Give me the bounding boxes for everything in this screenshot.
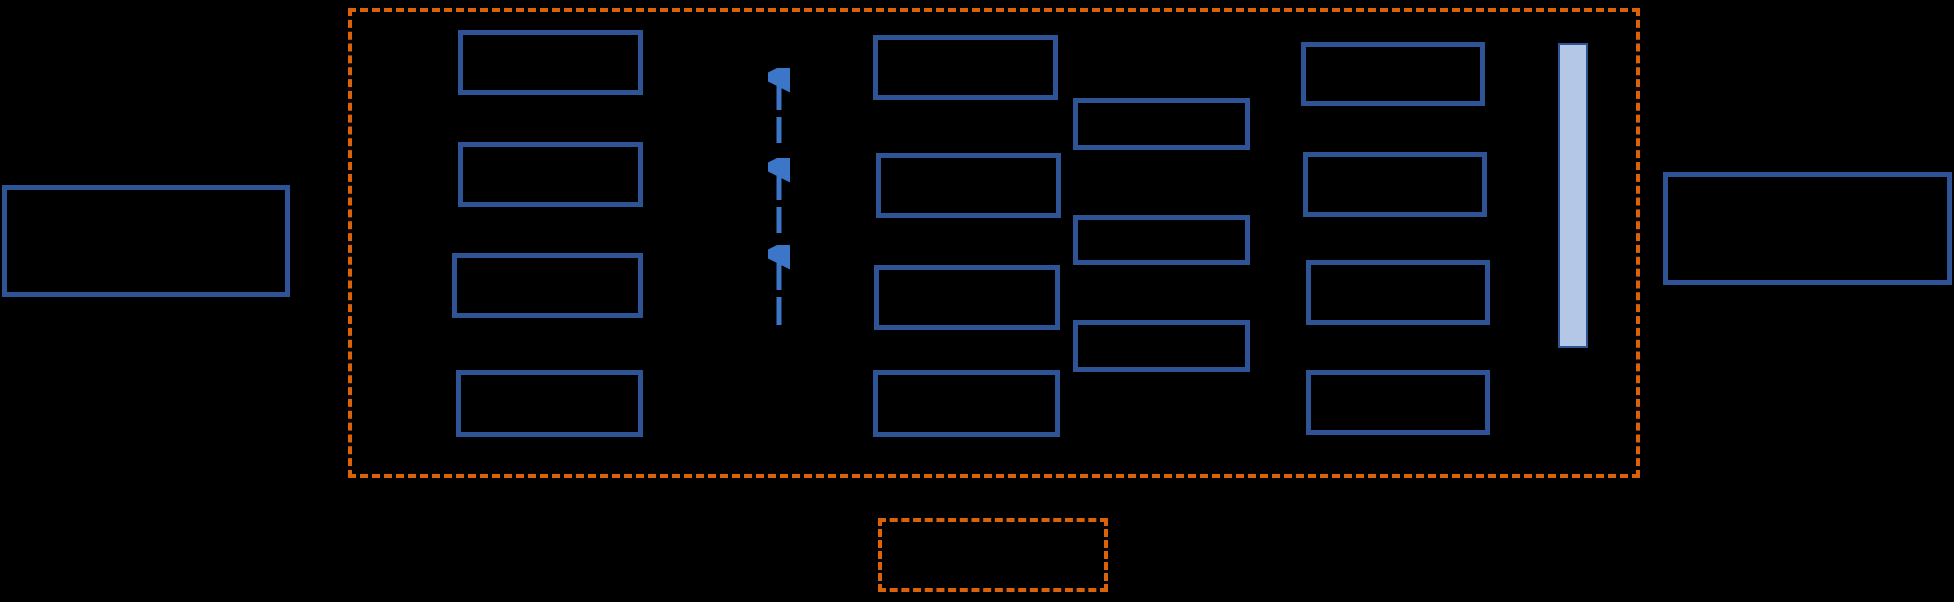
footer-dashed-box bbox=[878, 518, 1108, 592]
column-one-node-2[interactable] bbox=[458, 142, 643, 207]
column-two-node-1[interactable] bbox=[873, 35, 1058, 100]
column-one-node-1[interactable] bbox=[458, 30, 643, 95]
column-two-node-3[interactable] bbox=[874, 265, 1060, 330]
column-one-node-4[interactable] bbox=[456, 370, 643, 437]
right-external-node[interactable] bbox=[1663, 172, 1952, 285]
column-four-node-3[interactable] bbox=[1306, 260, 1490, 325]
outer-dashed-boundary bbox=[348, 8, 1640, 478]
column-four-node-2[interactable] bbox=[1303, 152, 1487, 217]
column-three-node-1[interactable] bbox=[1073, 98, 1250, 150]
column-four-node-4[interactable] bbox=[1306, 370, 1490, 435]
column-two-node-2[interactable] bbox=[876, 153, 1061, 218]
column-one-node-3[interactable] bbox=[452, 253, 643, 318]
column-three-node-3[interactable] bbox=[1073, 320, 1250, 372]
column-three-node-2[interactable] bbox=[1073, 215, 1250, 265]
column-four-node-1[interactable] bbox=[1301, 42, 1485, 106]
footer-dashed-box-label bbox=[882, 522, 1104, 588]
column-two-node-4[interactable] bbox=[873, 370, 1060, 437]
left-external-node[interactable] bbox=[2, 185, 290, 297]
vertical-pipeline-bar[interactable] bbox=[1558, 43, 1588, 348]
